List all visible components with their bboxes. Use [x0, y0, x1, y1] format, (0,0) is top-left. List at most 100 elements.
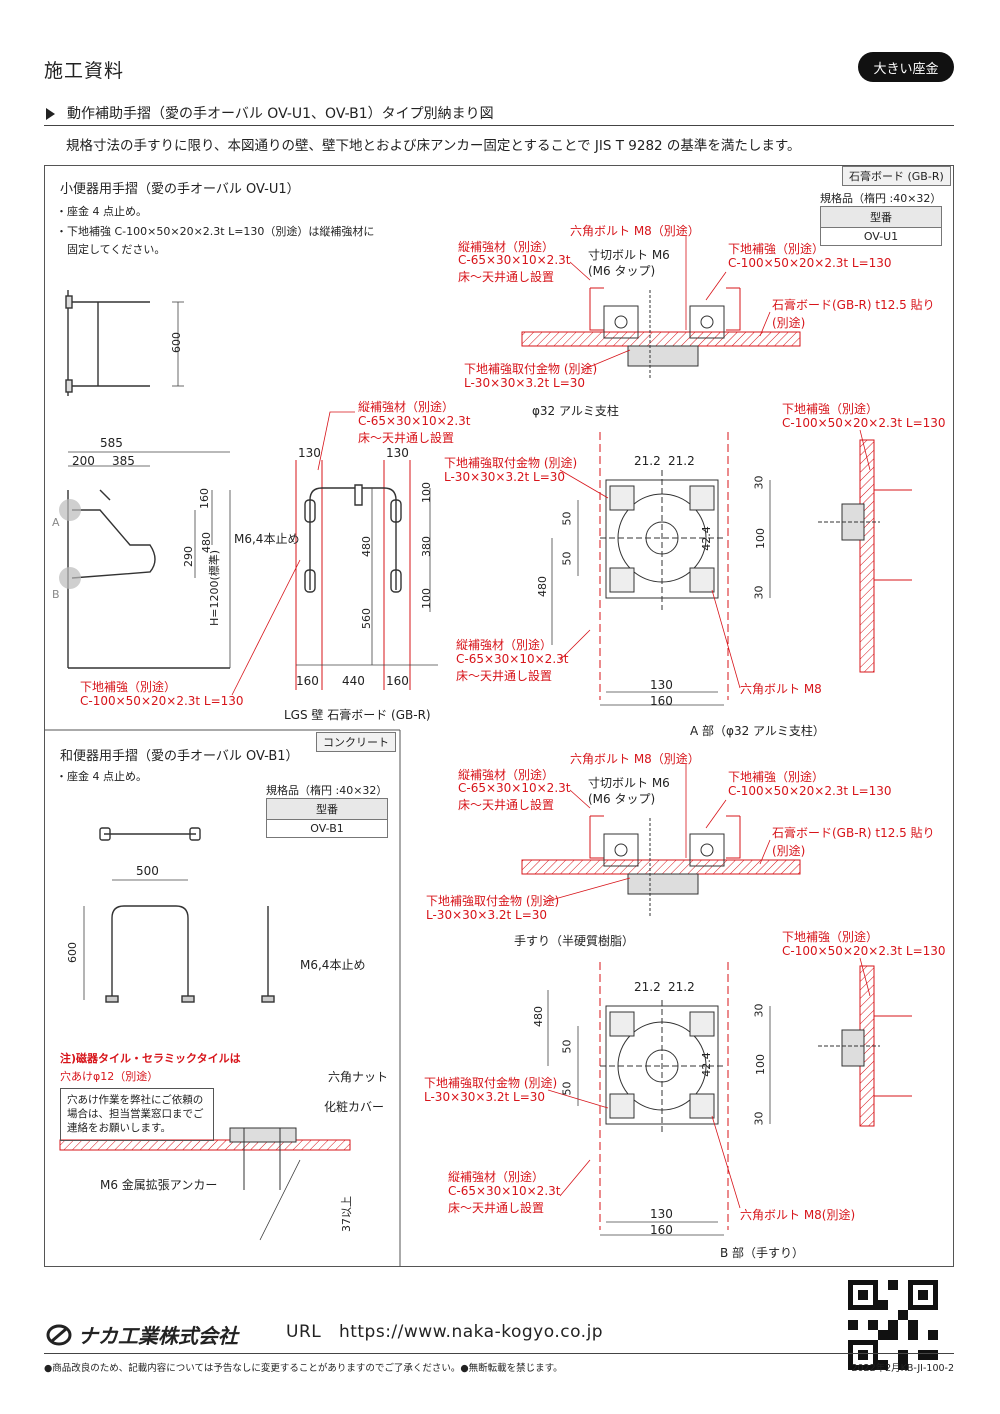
- a-gb-note: (別途): [772, 316, 806, 330]
- b-vert-note: 床〜天井通し設置: [458, 798, 555, 812]
- company-url-link[interactable]: https://www.naka-kogyo.co.jp: [338, 1322, 604, 1342]
- a-rbase-label: 下地補強（別途）: [782, 402, 879, 416]
- b-gb-label: 石膏ボード(GB-R) t12.5 貼り: [772, 826, 935, 840]
- detail-a-section: [521, 287, 801, 380]
- u1-dim-200: 200: [72, 454, 95, 468]
- a-bolt-label: 六角ボルト M8（別途）: [570, 224, 700, 238]
- b1-top-view: [99, 827, 201, 841]
- url-label: URL: [286, 1322, 322, 1342]
- b-dim-21a: 21.2: [634, 980, 661, 994]
- u1-dim-160: 160: [198, 488, 211, 509]
- detail-a-side: [818, 439, 912, 673]
- a-dim-480: 480: [536, 576, 549, 597]
- a-gb-label: 石膏ボード(GB-R) t12.5 貼り: [772, 298, 935, 312]
- b-dim-50a: 50: [560, 1039, 574, 1054]
- b-base-label: 下地補強（別途）: [728, 770, 825, 784]
- u1-wall-caption: LGS 壁 石膏ボード (GB-R): [284, 708, 431, 722]
- b1-front-view: [105, 905, 275, 1003]
- u1-dim-h1200: H=1200(標準): [208, 549, 222, 627]
- b-rbase-spec: C-100×50×20×2.3t L=130: [782, 944, 946, 958]
- b1-spec-value: OV-B1: [266, 819, 388, 838]
- footer-divider: [44, 1353, 954, 1354]
- a-vert-spec: C-65×30×10×2.3t: [458, 253, 571, 267]
- a-cut-tap: (M6 タップ): [588, 264, 656, 278]
- b1-spec-head: 型番: [266, 798, 388, 820]
- a-dim-50b: 50: [560, 551, 574, 566]
- b-cut-tap: (M6 タップ): [588, 792, 656, 806]
- a-dim-30a: 30: [752, 475, 766, 490]
- b1-spec-table: 型番 OV-B1: [266, 798, 388, 838]
- u1-dim-380: 380: [420, 536, 433, 557]
- b1-dim-500: 500: [136, 864, 159, 878]
- b1-warn-2: 穴あけφ12（別途）: [60, 1070, 159, 1083]
- b1-anchor-detail: [59, 1127, 351, 1241]
- b-vertb-spec: C-65×30×10×2.3t: [448, 1184, 561, 1198]
- a-fitl-spec: L-30×30×3.2t L=30: [444, 470, 566, 484]
- intro-text: 規格寸法の手すりに限り、本図通りの壁、壁下地とおよび床アンカー固定とすることで …: [66, 138, 801, 154]
- b1-cover-label: 化粧カバー: [324, 1100, 385, 1114]
- b-vert-label: 縦補強材（別途）: [458, 768, 555, 782]
- u1-title: 小便器用手摺（愛の手オーバル OV-U1）: [60, 182, 300, 197]
- b-dim-30b: 30: [752, 1111, 766, 1126]
- detail-b-plan: [599, 962, 729, 1230]
- u1-spec-head: 型番: [820, 206, 942, 228]
- b1-box-line-1: 穴あけ作業を弊社にご依頼の: [67, 1094, 204, 1106]
- u1-dim-585: 585: [100, 436, 123, 450]
- b-dim-21b: 21.2: [668, 980, 695, 994]
- u1-dim-385: 385: [112, 454, 135, 468]
- b1-note-box: 穴あけ作業を弊社にご依頼の 場合は、担当営業窓口までご 連絡をお願いします。: [60, 1088, 214, 1141]
- a-caption: A 部（φ32 アルミ支柱）: [690, 724, 825, 738]
- b1-m64-label: M6,4本止め: [300, 958, 366, 972]
- triangle-icon: [46, 108, 55, 120]
- u1-vert-spec: C-65×30×10×2.3t: [358, 414, 471, 428]
- a-rbase-spec: C-100×50×20×2.3t L=130: [782, 416, 946, 430]
- u1-vert-note: 床〜天井通し設置: [358, 431, 455, 445]
- u1-dim-560: 560: [360, 608, 373, 629]
- b-base-spec: C-100×50×20×2.3t L=130: [728, 784, 892, 798]
- u1-base-spec: C-100×50×20×2.3t L=130: [80, 694, 244, 708]
- u1-studs: [295, 460, 411, 690]
- u1-wall-tag: 石膏ボード (GB-R): [842, 166, 951, 186]
- a-fit-label: 下地補強取付金物 (別途): [464, 362, 598, 376]
- b-dim-480: 480: [532, 1006, 545, 1027]
- detail-b-section: [521, 815, 801, 918]
- u1-spec-value: OV-U1: [820, 227, 942, 246]
- b-dim-424: 42.4: [699, 1052, 713, 1077]
- a-boltb-label: 六角ボルト M8: [740, 682, 822, 696]
- u1-dim-480b: 480: [360, 536, 373, 557]
- point-a-marker: [59, 499, 81, 521]
- b-caption: B 部（手すり）: [720, 1246, 805, 1260]
- a-dim-160: 160: [650, 694, 673, 708]
- b1-title: 和便器用手摺（愛の手オーバル OV-B1）: [60, 749, 299, 764]
- b-vertb-label: 縦補強材（別途）: [448, 1170, 545, 1184]
- footer-doc-code: 2022年2月KB-JI-100-2: [851, 1363, 954, 1374]
- a-fitl-label: 下地補強取付金物 (別途): [444, 456, 578, 470]
- b-dim-100: 100: [754, 1054, 767, 1075]
- qr-code-icon[interactable]: [848, 1280, 938, 1370]
- b-rbase-label: 下地補強（別途）: [782, 930, 879, 944]
- b-dim-130: 130: [650, 1207, 673, 1221]
- u1-dim-130b: 130: [386, 446, 409, 460]
- b1-spec-title: 規格品（楕円 :40×32）: [266, 784, 388, 797]
- a-fit-spec: L-30×30×3.2t L=30: [464, 376, 586, 390]
- company-logo: ナカ工業株式会社: [46, 1320, 238, 1349]
- u1-spec-title: 規格品（楕円 :40×32）: [820, 192, 942, 205]
- b1-box-line-2: 場合は、担当営業窓口までご: [67, 1108, 204, 1121]
- a-cut-bolt: 寸切ボルト M6: [588, 248, 670, 262]
- company-name: ナカ工業株式会社: [78, 1324, 238, 1348]
- detail-b-side: [818, 965, 912, 1127]
- u1-dim-130a: 130: [298, 446, 321, 460]
- b-dim-50b: 50: [560, 1081, 574, 1096]
- u1-dim-b160a: 160: [296, 674, 319, 688]
- a-vert-note: 床〜天井通し設置: [458, 270, 555, 284]
- a-dim-21a: 21.2: [634, 454, 661, 468]
- b1-anchor-label: M6 金属拡張アンカー: [100, 1178, 218, 1192]
- a-vertb-spec: C-65×30×10×2.3t: [456, 652, 569, 666]
- a-pole-label: φ32 アルミ支柱: [532, 404, 619, 418]
- b1-wall-tag: コンクリート: [316, 732, 396, 752]
- b-cut-bolt: 寸切ボルト M6: [588, 776, 670, 790]
- footer-disclaimer: ●商品改良のため、記載内容については予告なしに変更することがありますのでご了承く…: [44, 1363, 563, 1374]
- u1-dim-b160b: 160: [386, 674, 409, 688]
- a-vertb-label: 縦補強材（別途）: [456, 638, 553, 652]
